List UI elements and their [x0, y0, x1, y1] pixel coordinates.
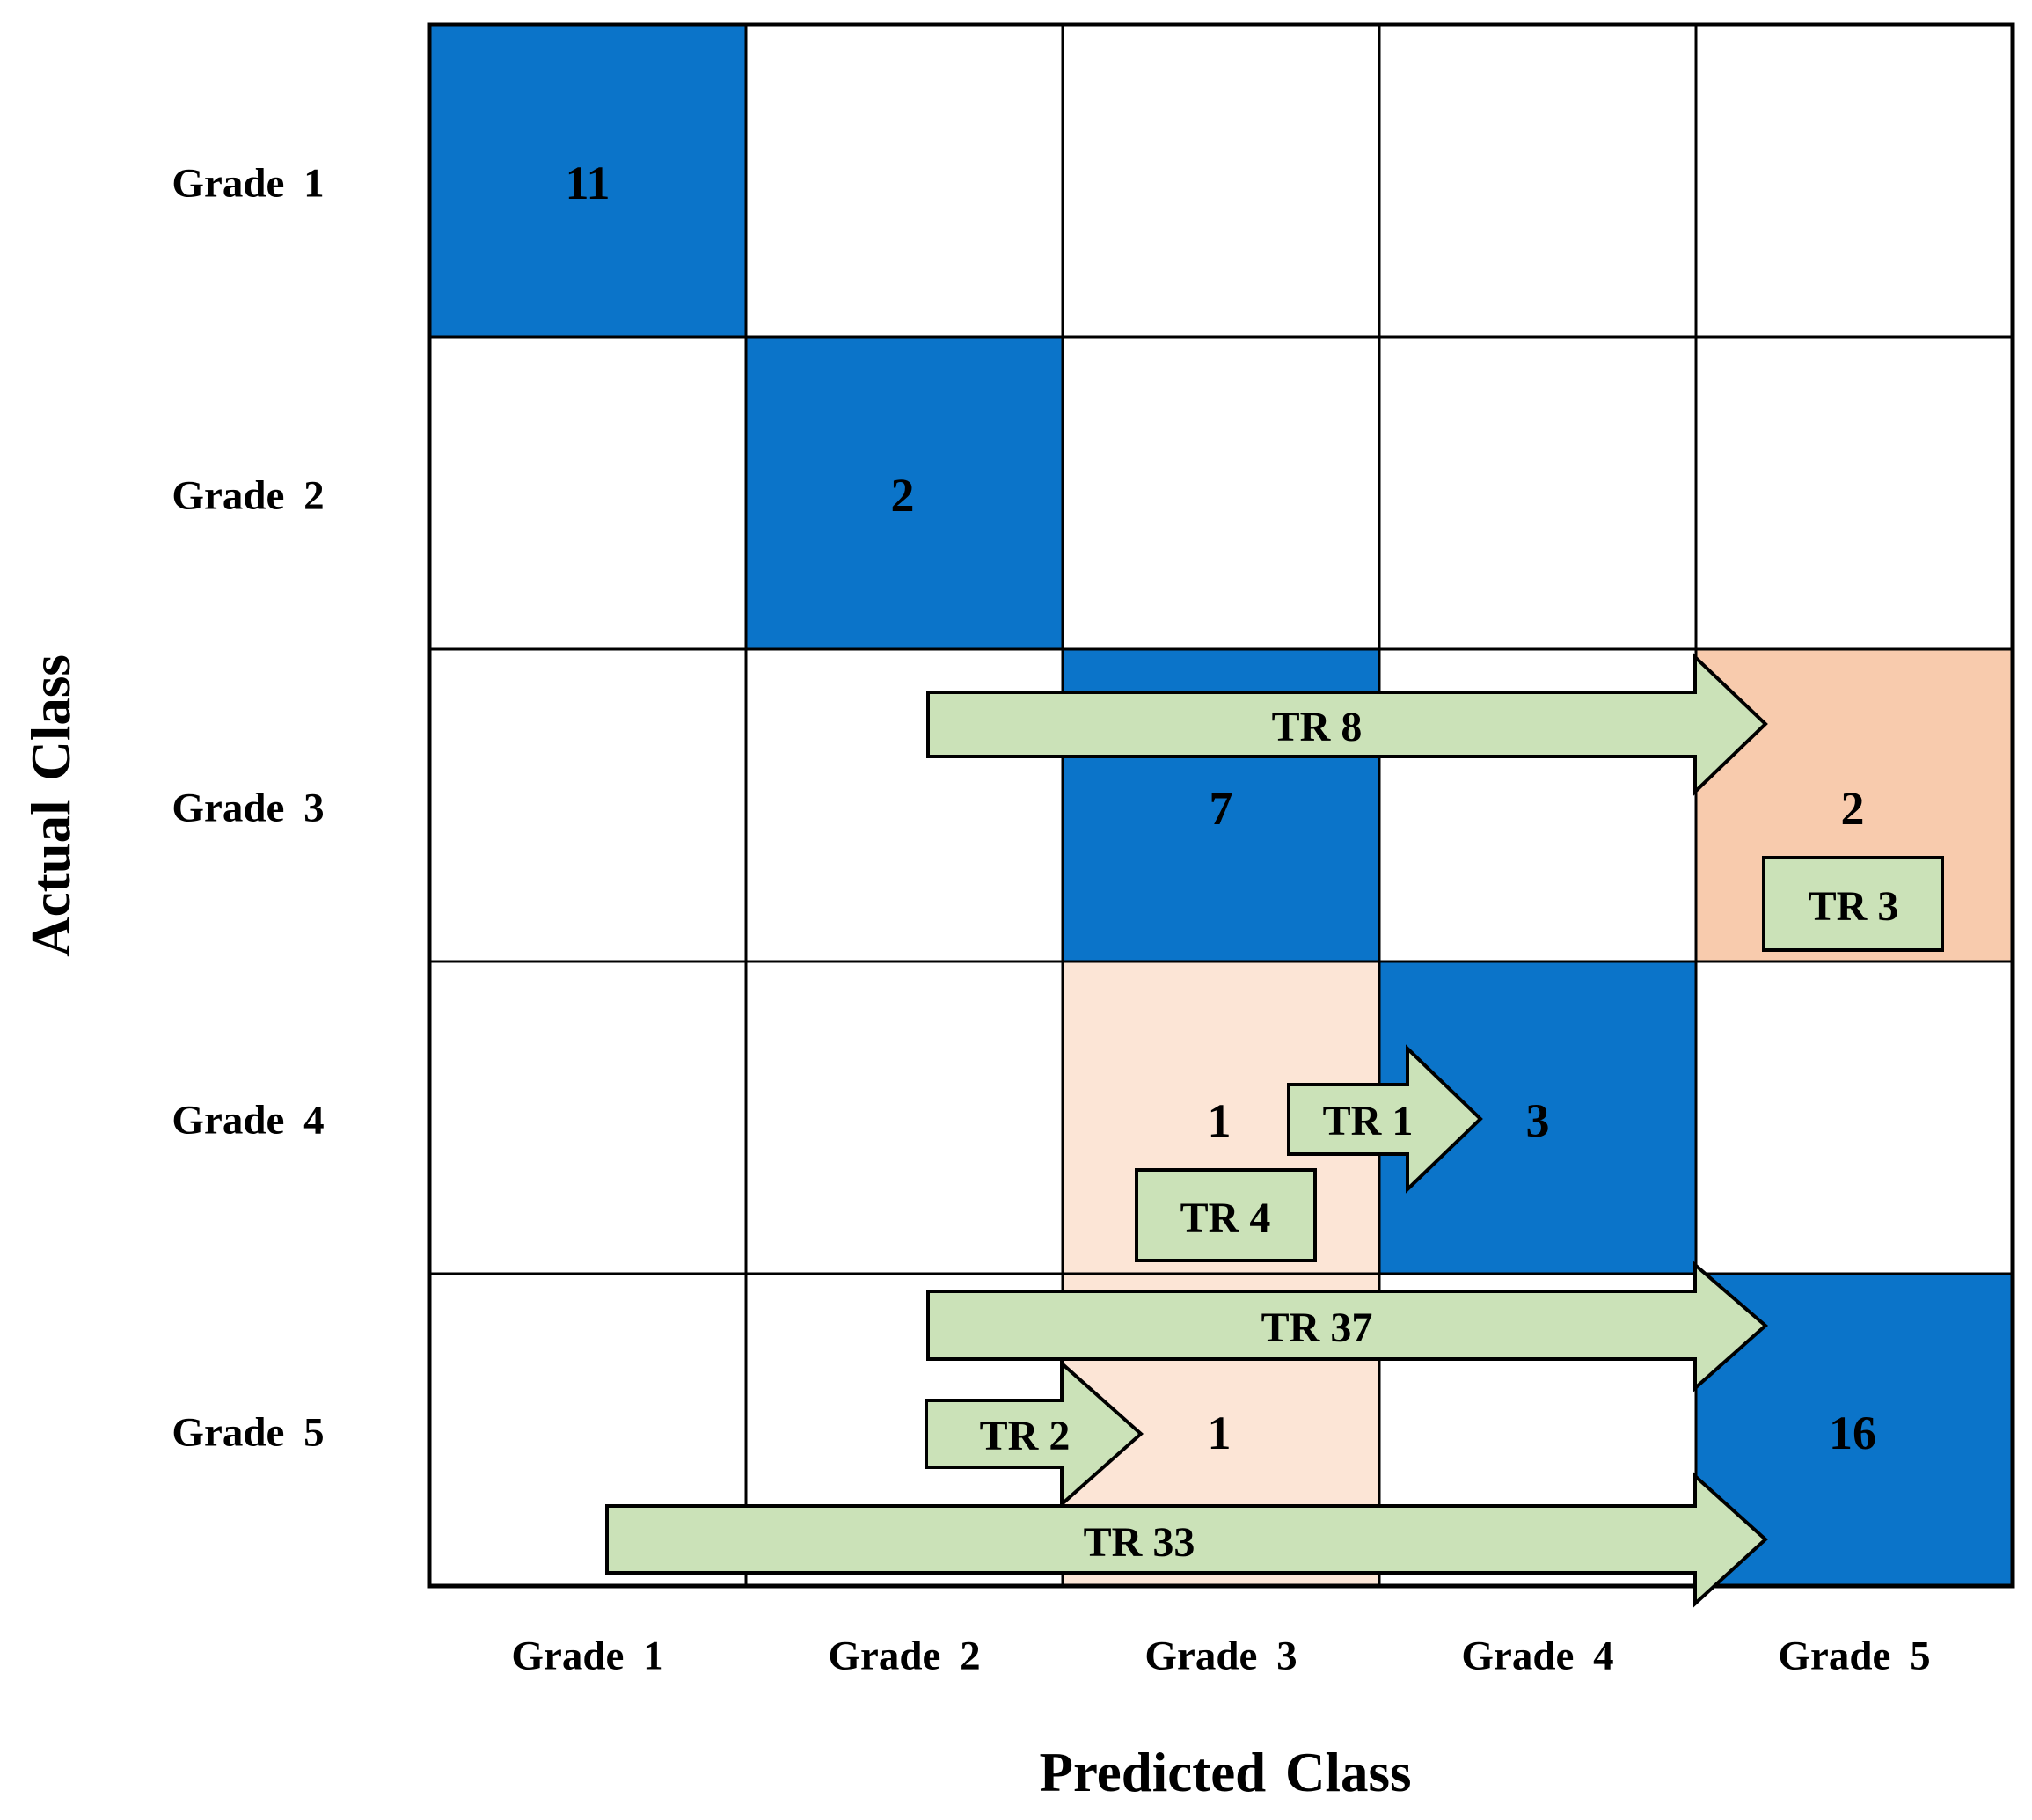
arrow-tr33	[605, 1472, 1768, 1608]
box-tr3	[1762, 856, 1944, 952]
x-axis-label-grade-5: Grade 5	[1778, 1633, 1930, 1678]
cell-value-grade4-grade4: 3	[1526, 1094, 1550, 1147]
arrow-label-tr37: TR 37	[1261, 1305, 1373, 1351]
cell-value-grade3-grade3: 7	[1210, 782, 1233, 835]
x-axis-label-grade-3: Grade 3	[1144, 1633, 1297, 1678]
arrow-label-tr33: TR 33	[1084, 1519, 1195, 1566]
x-axis-label-grade-4: Grade 4	[1461, 1633, 1613, 1678]
cell-value-grade4-grade3: 1	[1208, 1094, 1232, 1147]
arrow-label-tr1: TR 1	[1323, 1098, 1414, 1144]
y-axis-label-grade-5: Grade 5	[172, 1409, 324, 1455]
arrow-label-tr2: TR 2	[980, 1413, 1071, 1459]
cell-value-grade2-grade2: 2	[891, 469, 915, 522]
y-axis-label-grade-4: Grade 4	[172, 1097, 324, 1143]
cell-grade1-grade1	[429, 25, 746, 337]
y-axis-label-grade-2: Grade 2	[172, 472, 324, 518]
box-label-tr3: TR 3	[1809, 883, 1899, 930]
arrow-tr1	[1287, 1044, 1483, 1194]
grid-border	[427, 22, 2015, 1589]
y-axis-label-grade-3: Grade 3	[172, 785, 324, 830]
x-axis-label-grade-2: Grade 2	[828, 1633, 980, 1678]
y-axis-title: Actual Class	[20, 654, 82, 957]
arrow-tr2	[925, 1359, 1144, 1509]
arrow-tr8	[926, 653, 1768, 796]
cell-value-grade1-grade1: 11	[565, 157, 610, 209]
box-label-tr4: TR 4	[1180, 1195, 1271, 1241]
x-axis-title: Predicted Class	[1039, 1742, 1411, 1803]
arrow-label-tr8: TR 8	[1272, 704, 1363, 750]
cell-value-grade5-grade3: 1	[1208, 1407, 1232, 1459]
grid-lines	[429, 25, 2013, 1586]
y-axis-label-grade-1: Grade 1	[172, 160, 324, 206]
box-tr4	[1135, 1168, 1317, 1262]
cell-grade2-grade2	[746, 337, 1063, 649]
cell-value-grade5-grade5: 16	[1829, 1407, 1876, 1459]
arrow-tr37	[926, 1261, 1769, 1392]
x-axis-label-grade-1: Grade 1	[511, 1633, 663, 1678]
cell-value-grade3-grade5: 2	[1841, 782, 1865, 835]
